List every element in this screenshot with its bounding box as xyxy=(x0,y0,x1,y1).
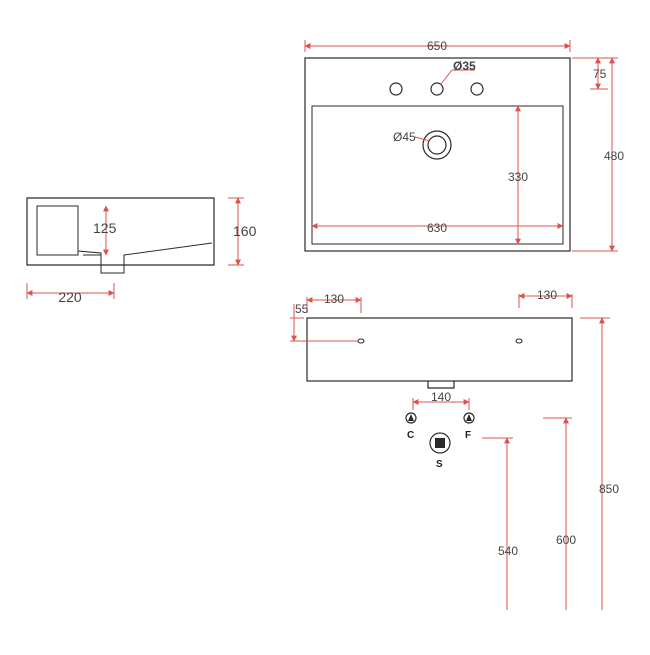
side-inner-left xyxy=(36,205,79,256)
dim-drain-leader xyxy=(414,136,431,142)
cold-supply-arrow-icon xyxy=(408,414,414,421)
dim-55-text: 55 xyxy=(295,302,309,316)
dim-tap-text: Ø35 xyxy=(453,59,476,73)
dim-125-text: 125 xyxy=(93,220,117,236)
bracket-hole-left xyxy=(357,338,365,344)
tap-hole-left xyxy=(389,82,403,96)
cold-label: C xyxy=(407,430,414,441)
plumbing-connections: 140 C F S 540 600 xyxy=(405,390,576,610)
dim-850-text: 850 xyxy=(599,482,619,496)
dim-tap-leader xyxy=(440,69,453,85)
hot-label: F xyxy=(465,430,471,441)
side-bowl-profile xyxy=(77,206,213,274)
dim-540-text: 540 xyxy=(498,544,518,558)
dim-330-text: 330 xyxy=(508,170,528,184)
top-view-outline xyxy=(304,57,571,252)
dim-130r-text: 130 xyxy=(537,288,557,302)
drain-outlet xyxy=(427,381,455,389)
front-outline xyxy=(306,317,573,382)
hot-supply-icon xyxy=(463,412,475,424)
side-view: 125 160 220 xyxy=(26,197,257,305)
dim-160-text: 160 xyxy=(233,223,257,239)
waste-ring-icon xyxy=(429,432,451,454)
dim-drain-text: Ø45 xyxy=(393,130,416,144)
basin-outline xyxy=(311,105,564,245)
dim-140-text: 140 xyxy=(431,390,451,404)
dim-480-text: 480 xyxy=(604,149,624,163)
waste-square-icon xyxy=(435,438,445,448)
drain-outer xyxy=(422,130,452,160)
top-view: 650 Ø35 75 480 Ø45 330 630 xyxy=(304,39,624,252)
drain-inner xyxy=(427,135,447,155)
front-view: 130 130 55 850 xyxy=(290,288,619,610)
hot-supply-arrow-icon xyxy=(466,414,472,421)
dim-220-text: 220 xyxy=(58,289,82,305)
side-outline xyxy=(26,197,215,266)
tap-hole-right xyxy=(470,82,484,96)
dim-630-text: 630 xyxy=(427,221,447,235)
dim-75-text: 75 xyxy=(593,67,607,81)
tap-hole-center xyxy=(430,82,444,96)
bracket-hole-right xyxy=(515,338,523,344)
waste-label: S xyxy=(436,459,443,470)
dim-130l-text: 130 xyxy=(324,292,344,306)
dim-600-text: 600 xyxy=(556,533,576,547)
cold-supply-icon xyxy=(405,412,417,424)
dim-650-text: 650 xyxy=(427,39,447,53)
